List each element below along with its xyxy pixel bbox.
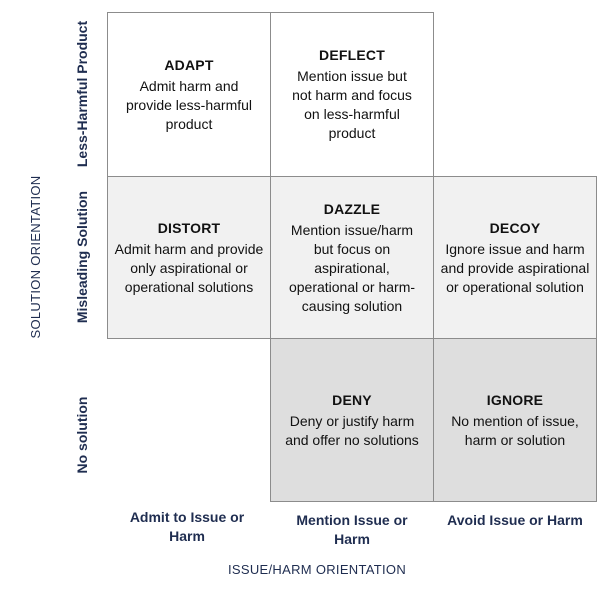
cell-deflect-desc: Mention issue but not harm and focus on … xyxy=(292,68,412,141)
cell-adapt: ADAPT Admit harm and provide less-harmfu… xyxy=(107,12,271,177)
cell-ignore: IGNORE No mention of issue, harm or solu… xyxy=(433,338,597,502)
cell-decoy: DECOY Ignore issue and harm and provide … xyxy=(433,176,597,339)
cell-deflect: DEFLECT Mention issue but not harm and f… xyxy=(270,12,434,177)
cell-distort-title: DISTORT xyxy=(157,219,221,236)
cell-decoy-title: DECOY xyxy=(489,219,541,236)
cell-deflect-title: DEFLECT xyxy=(319,47,385,63)
cell-distort: DISTORT Admit harm and provide only aspi… xyxy=(107,176,271,339)
cell-ignore-title: IGNORE xyxy=(486,391,544,408)
row-label-misleading-solution: Misleading Solution xyxy=(74,190,90,324)
col-label-avoid: Avoid Issue or Harm xyxy=(447,512,583,528)
cell-adapt-desc: Admit harm and provide less-harmful prod… xyxy=(125,77,253,132)
y-axis-title: SOLUTION ORIENTATION xyxy=(28,175,43,339)
row-label-no-solution: No solution xyxy=(74,396,90,474)
cell-deny: DENY Deny or justify harm and offer no s… xyxy=(270,338,434,502)
cell-dazzle-title: DAZZLE xyxy=(323,200,381,217)
cell-distort-desc: Admit harm and provide only aspirational… xyxy=(114,240,264,295)
cell-deny-title: DENY xyxy=(332,391,372,408)
row-label-less-harmful-product: Less-Harmful Product xyxy=(74,20,90,168)
cell-decoy-desc: Ignore issue and harm and provide aspira… xyxy=(440,240,590,295)
cell-deny-desc: Deny or justify harm and offer no soluti… xyxy=(285,412,419,448)
cell-ignore-desc: No mention of issue, harm or solution xyxy=(451,412,579,448)
x-axis-title: ISSUE/HARM ORIENTATION xyxy=(228,562,407,577)
cell-adapt-title: ADAPT xyxy=(164,56,214,73)
col-label-mention: Mention Issue or Harm xyxy=(296,512,408,547)
col-label-admit: Admit to Issue or Harm xyxy=(129,509,245,544)
cell-dazzle-desc: Mention issue/harm but focus on aspirati… xyxy=(288,221,416,314)
cell-dazzle: DAZZLE Mention issue/harm but focus on a… xyxy=(270,176,434,339)
